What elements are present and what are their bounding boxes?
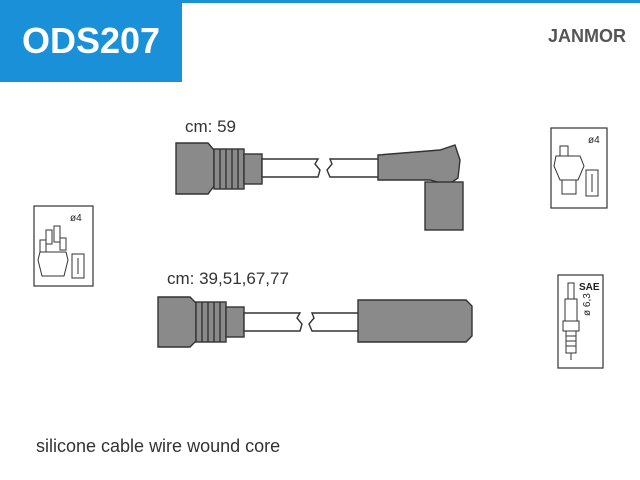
cable-2-boot-right (357, 299, 473, 343)
product-code: ODS207 (21, 20, 161, 61)
spark-plug-standard: SAE (579, 282, 600, 293)
cable-1-wire-left (261, 158, 321, 178)
cable-1-wire-right (326, 158, 381, 178)
cable-2-length-label: cm: 39,51,67,77 (167, 269, 289, 288)
spark-plug-size: ø 6,3 (582, 293, 593, 316)
distributor-right-label: ø4 (588, 135, 600, 146)
cable-1-thread (213, 148, 245, 190)
cable-1-boot-angled-end (424, 181, 464, 231)
product-code-badge: ODS207 (0, 0, 182, 82)
cable-2-collar (225, 306, 245, 338)
cable-1-collar (243, 153, 263, 185)
spark-plug-icon: SAE ø 6,3 (557, 274, 604, 369)
cable-1: cm: 59 (175, 117, 464, 231)
cable-2: cm: 39,51,67,77 (157, 269, 473, 348)
cable-1-boot-angled (377, 144, 461, 186)
brand-name: JANMOR (547, 26, 626, 46)
cable-2-wire-right (308, 312, 361, 332)
distributor-cap-icon: ø4 (550, 127, 608, 209)
cable-2-boot-left (157, 296, 197, 348)
cable-2-wire-left (243, 312, 303, 332)
cable-1-boot-left (175, 142, 215, 195)
distributor-left-label: ø4 (70, 213, 82, 224)
cable-description: silicone cable wire wound core (36, 436, 281, 456)
top-accent-line (0, 0, 640, 3)
distributor-cap-icon: ø4 (33, 205, 94, 287)
cable-2-thread (195, 301, 227, 343)
cable-1-length-label: cm: 59 (185, 117, 236, 136)
